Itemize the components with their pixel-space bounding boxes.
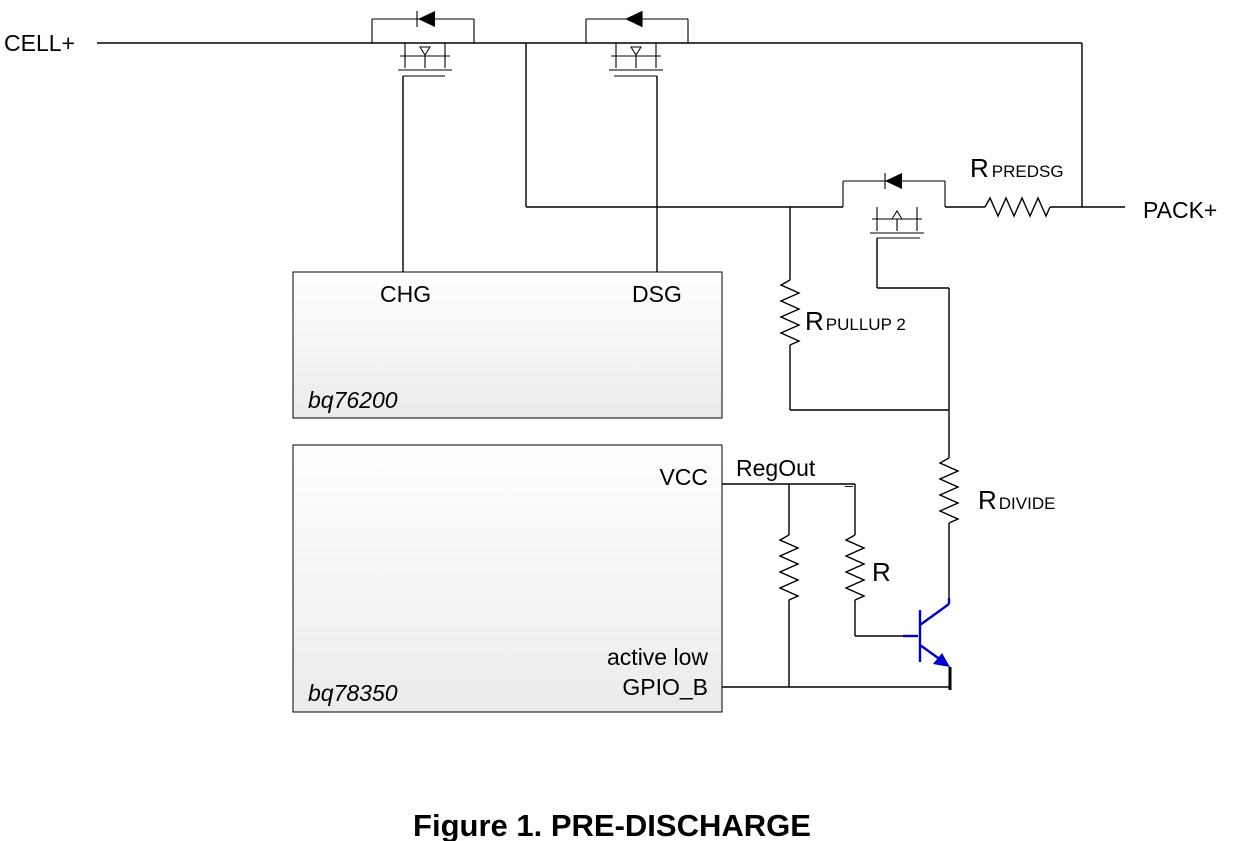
regout-network — [722, 483, 949, 688]
vcc-pin-label: VCC — [659, 464, 708, 490]
chg-mosfet — [371, 11, 475, 272]
predischarge-branch — [525, 43, 1125, 218]
r-divide-sub: DIVIDE — [999, 494, 1056, 513]
emitter-arrow-icon — [933, 653, 950, 667]
gpio-pullup-resistor — [778, 534, 800, 601]
r-base-resistor — [844, 534, 866, 601]
r-predsg-sub: PREDSG — [992, 162, 1064, 181]
pack-plus-label: PACK+ — [1143, 197, 1217, 223]
gpio-pin-label: GPIO_B — [622, 674, 708, 700]
dsg-body-diode-icon — [625, 11, 642, 27]
bq78350-name: bq78350 — [308, 680, 398, 706]
predsg-body-diode-icon — [885, 173, 902, 189]
bq76200-chip: CHG DSG bq76200 — [292, 271, 723, 419]
r-base-label: R — [872, 557, 891, 587]
r-predsg-resistor — [984, 196, 1051, 218]
dsg-pin-label: DSG — [632, 281, 682, 307]
chg-pin-label: CHG — [380, 281, 431, 307]
r-divide-prefix: R — [978, 485, 997, 515]
cell-plus-bus — [97, 42, 1083, 207]
regout-suffix: _ — [844, 471, 853, 487]
pullup-network — [779, 207, 960, 600]
chg-body-diode-icon — [418, 11, 435, 27]
bq76200-name: bq76200 — [308, 387, 398, 413]
dsg-mosfet — [585, 11, 689, 272]
gpio-note-label: active low — [607, 644, 708, 670]
regout-label: RegOut — [736, 455, 816, 481]
r-predsg-prefix: R — [970, 153, 989, 183]
r-pullup2-sub: PULLUP 2 — [826, 315, 906, 334]
figure-caption: Figure 1. PRE-DISCHARGE — [413, 808, 811, 841]
npn-transistor — [903, 598, 952, 690]
bq78350-chip: VCC active low GPIO_B bq78350 — [292, 444, 723, 713]
cell-plus-label: CELL+ — [4, 30, 75, 56]
r-divide-resistor — [938, 457, 960, 524]
r-pullup2-resistor — [779, 279, 801, 346]
r-pullup2-prefix: R — [805, 306, 824, 336]
predsg-mosfet — [842, 173, 949, 289]
